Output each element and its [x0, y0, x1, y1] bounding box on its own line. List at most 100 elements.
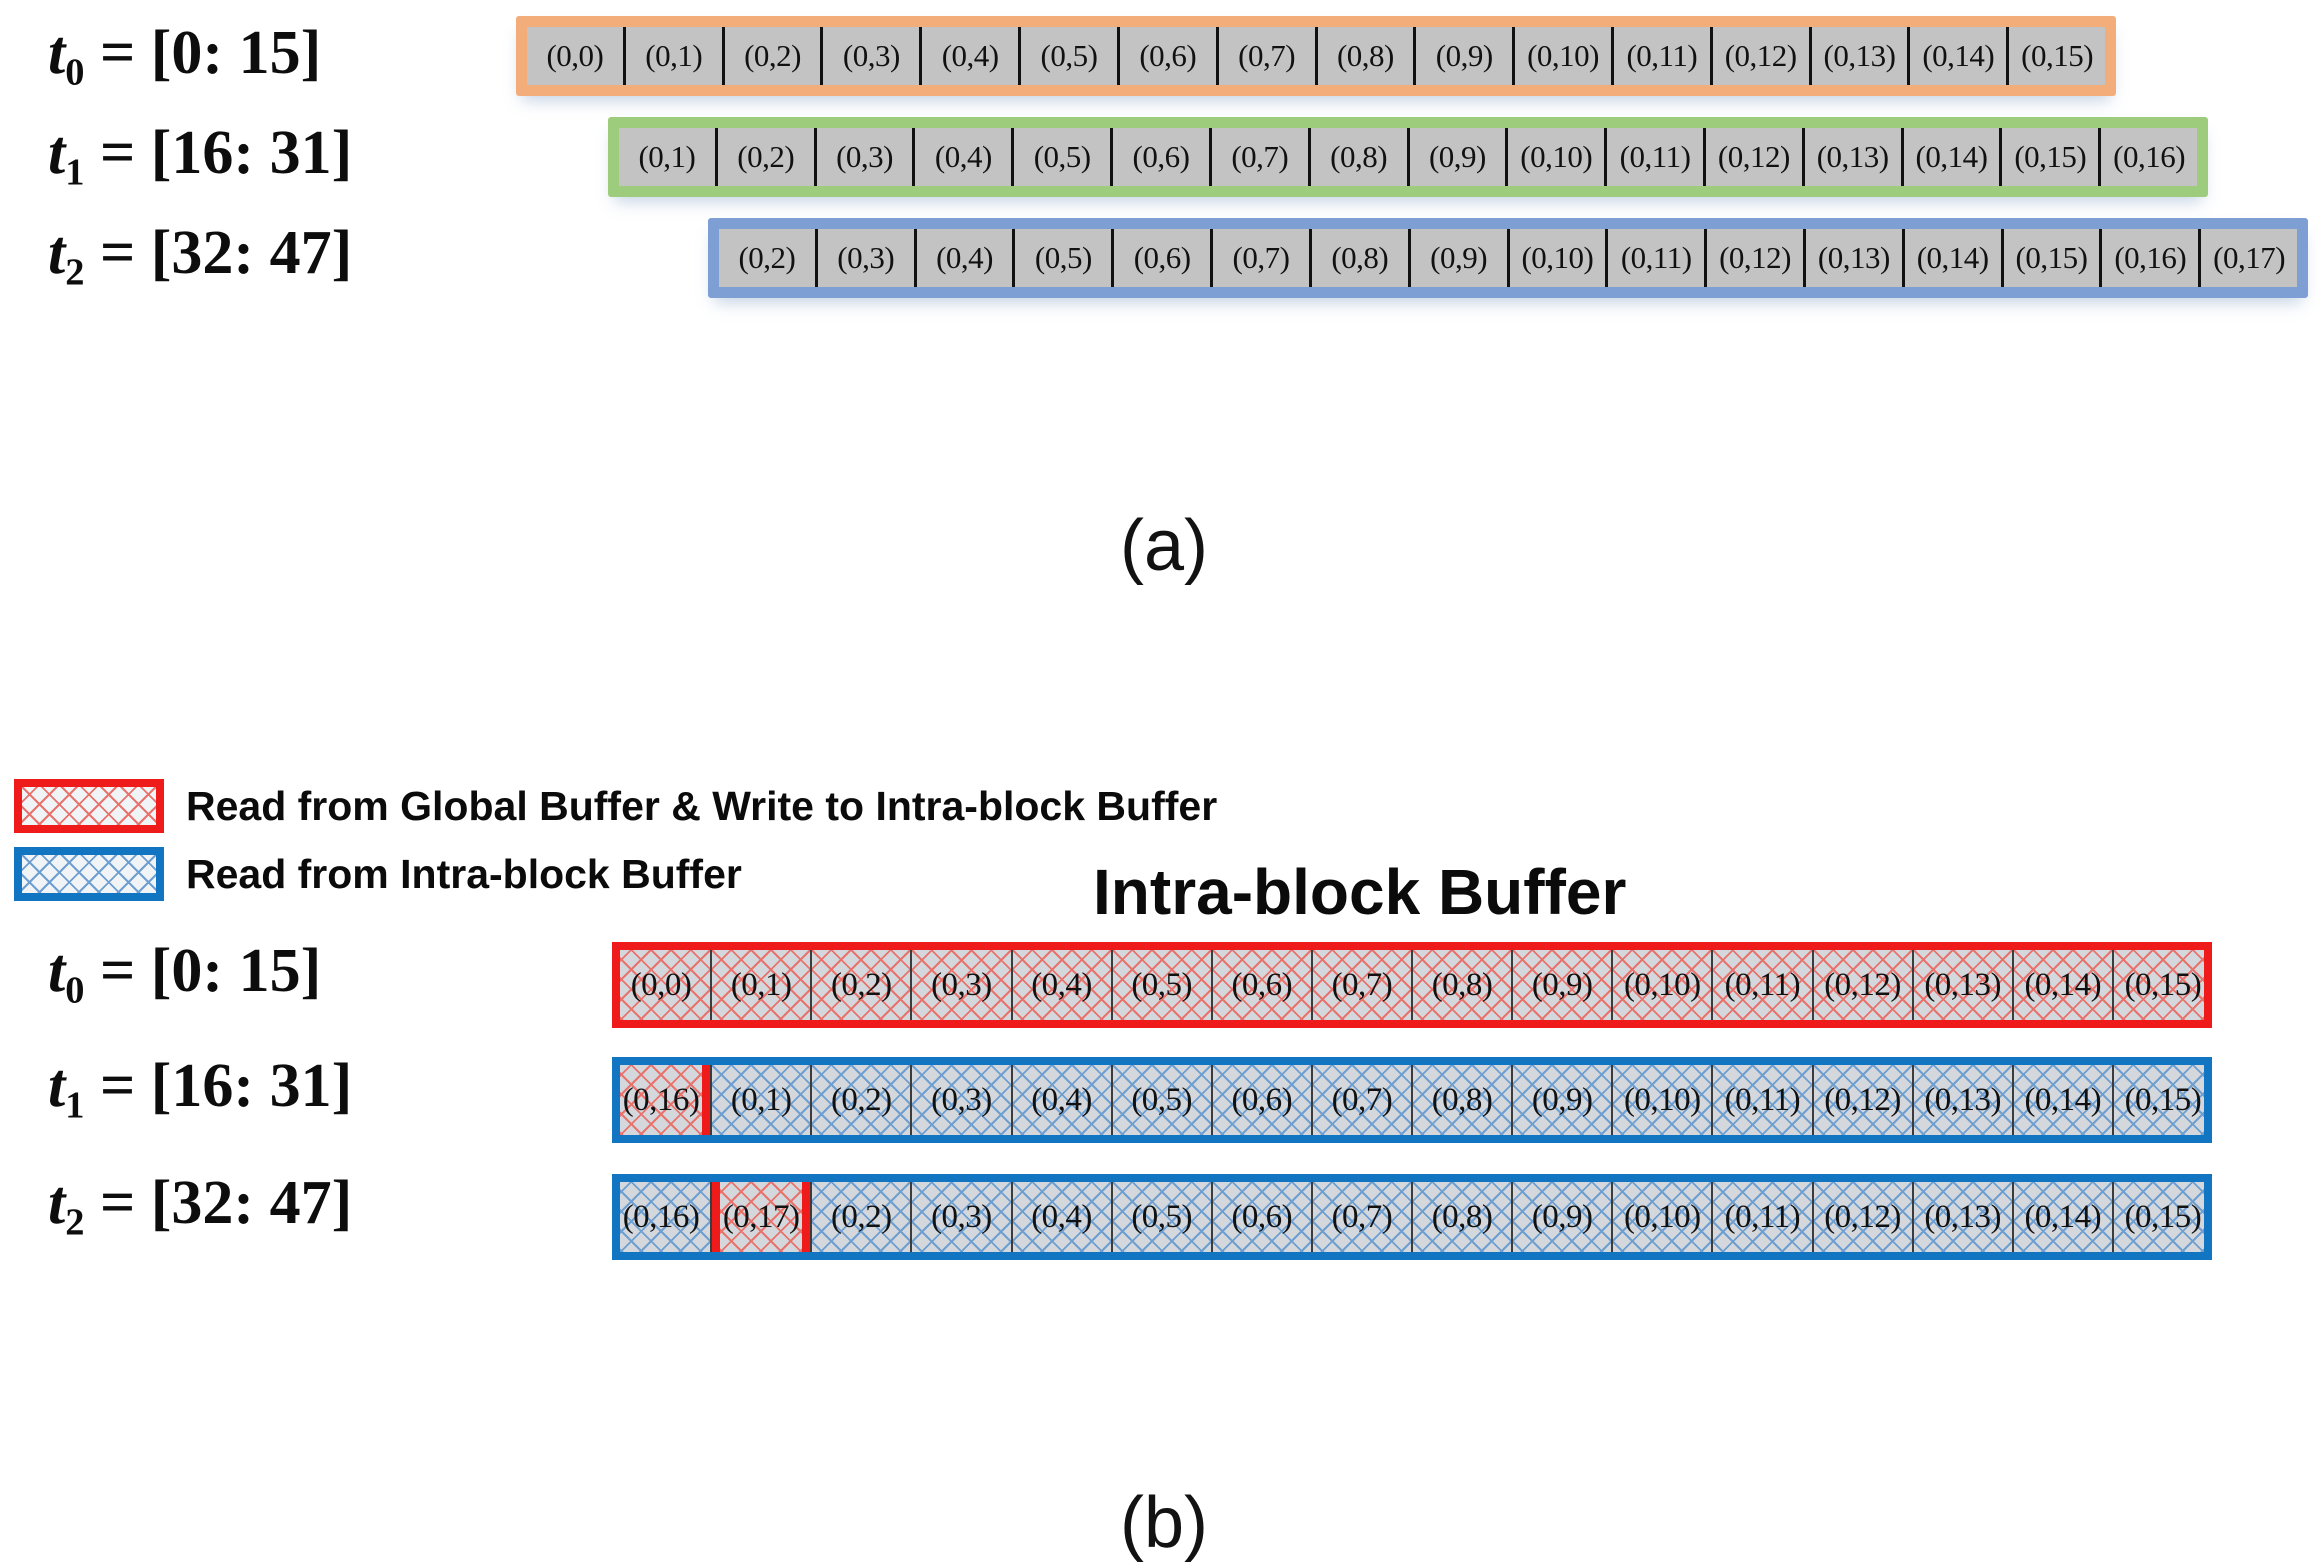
panel-b-cell: (0,10)	[1613, 1057, 1714, 1143]
panel-b-cell-label: (0,7)	[1331, 966, 1393, 1003]
panel-a-cell: (0,3)	[816, 128, 916, 186]
panel-a-cell: (0,3)	[823, 27, 923, 85]
panel-a-cell: (0,15)	[2009, 27, 2105, 85]
panel-a-cell: (0,13)	[1804, 128, 1904, 186]
panel-a-cell: (0,5)	[1021, 27, 1120, 85]
panel-b-cell: (0,3)	[912, 1174, 1013, 1260]
panel-a-cell: (0,9)	[1416, 27, 1516, 85]
panel-b-cell-label: (0,4)	[1031, 966, 1092, 1003]
red-hatch-swatch	[14, 779, 164, 833]
panel-a-cell: (0,12)	[1707, 229, 1806, 287]
panel-b-cell: (0,1)	[712, 942, 813, 1028]
panel-b-row-label-t0: t0 = [0: 15]	[48, 937, 322, 1012]
panel-b-cell: (0,9)	[1513, 1174, 1614, 1260]
legend-label: Read from Global Buffer & Write to Intra…	[186, 782, 1218, 829]
panel-b-cell-label: (0,2)	[830, 966, 892, 1003]
panel-a-cell: (0,4)	[916, 229, 1016, 287]
panel-b-cell-label: (0,12)	[1824, 1081, 1901, 1118]
panel-b-cell: (0,9)	[1513, 1057, 1614, 1143]
legend: Read from Global Buffer & Write to Intra…	[14, 775, 1217, 911]
panel-b-cell-label: (0,16)	[622, 1198, 700, 1235]
panel-b-cell-label: (0,17)	[722, 1198, 800, 1235]
caption-b: (b)	[1120, 1483, 1208, 1563]
panel-b-strip-t2: (0,16) (0,17) (0,2) (0,3) (0,4) (0,5) (0,6) (0,…	[612, 1174, 2212, 1260]
panel-b-cell-label: (0,15)	[2124, 966, 2202, 1003]
panel-a-cell: (0,5)	[1015, 229, 1115, 287]
legend-item: Read from Global Buffer & Write to Intra…	[14, 775, 1217, 837]
panel-b-cell-label: (0,0)	[630, 966, 692, 1003]
panel-a: t0 = [0: 15] (0,0)(0,1)(0,2)(0,3)(0,4)(0,…	[0, 0, 2320, 600]
panel-b-cell: (0,8)	[1413, 1057, 1514, 1143]
panel-a-cell: (0,11)	[1608, 229, 1708, 287]
panel-b-cell-label: (0,5)	[1131, 966, 1193, 1003]
panel-b-cell-label: (0,5)	[1131, 1198, 1193, 1235]
panel-b-cell-label: (0,10)	[1623, 1081, 1701, 1118]
panel-b-cell: (0,16)	[612, 1174, 713, 1260]
panel-b-cell: (0,7)	[1312, 1057, 1413, 1143]
panel-b-cell: (0,4)	[1012, 1057, 1113, 1143]
panel-a-cell: (0,14)	[1910, 27, 2010, 85]
panel-b-cell-label: (0,12)	[1824, 1198, 1901, 1235]
panel-b-cell-label: (0,15)	[2124, 1081, 2202, 1118]
panel-b-cell: (0,0)	[612, 942, 713, 1028]
panel-b-cell-label: (0,3)	[931, 1198, 992, 1235]
panel-b-cell: (0,3)	[912, 1057, 1013, 1143]
panel-b-cell-label: (0,15)	[2124, 1198, 2202, 1235]
panel-b-cell: (0,15)	[2113, 942, 2212, 1028]
panel-a-cell: (0,4)	[922, 27, 1022, 85]
panel-b-cell-label: (0,1)	[730, 1081, 792, 1118]
panel-b-cell: (0,7)	[1312, 1174, 1413, 1260]
panel-b-cell-label: (0,16)	[622, 1081, 700, 1118]
panel-b-cell-label: (0,14)	[2024, 1081, 2102, 1118]
panel-b-cell-label: (0,7)	[1331, 1081, 1393, 1118]
panel-b-cell-label: (0,14)	[2024, 1198, 2102, 1235]
panel-b-cell-label: (0,7)	[1331, 1198, 1393, 1235]
panel-b-cell: (0,8)	[1413, 942, 1514, 1028]
panel-b-cell: (0,11)	[1713, 1057, 1814, 1143]
panel-a-row-label-t0: t0 = [0: 15]	[48, 19, 322, 94]
panel-b-cell-label: (0,13)	[1924, 1198, 2002, 1235]
panel-b: Intra-block Buffer t0 = [0: 15](0,0)(0,1…	[0, 760, 2320, 1563]
panel-a-cell: (0,0)	[527, 27, 626, 85]
panel-b-cell-label: (0,8)	[1431, 966, 1493, 1003]
panel-a-cell: (0,12)	[1705, 128, 1805, 186]
panel-a-cell: (0,16)	[2102, 229, 2202, 287]
panel-b-cell-label: (0,3)	[931, 966, 992, 1003]
panel-b-strip-t1: (0,16)(0,1)(0,2)(0,3)(0,4)(0,5)(0,6)(0,7…	[612, 1057, 2212, 1143]
panel-a-cell: (0,16)	[2101, 128, 2197, 186]
panel-b-cell: (0,6)	[1212, 942, 1313, 1028]
panel-a-cell: (0,8)	[1310, 128, 1410, 186]
panel-b-cell: (0,13)	[1913, 942, 2014, 1028]
panel-b-cell: (0,12)	[1813, 1057, 1914, 1143]
panel-a-row-label-t1: t1 = [16: 31]	[48, 119, 353, 194]
panel-b-cell-label: (0,9)	[1531, 1081, 1593, 1118]
panel-b-cell: (0,6)	[1212, 1174, 1313, 1260]
panel-a-cell: (0,10)	[1515, 27, 1614, 85]
panel-a-cell: (0,6)	[1114, 229, 1214, 287]
panel-b-cell-label: (0,2)	[830, 1198, 892, 1235]
panel-b-cell: (0,2)	[812, 1174, 913, 1260]
panel-b-cell-label: (0,8)	[1431, 1081, 1493, 1118]
panel-a-cell: (0,11)	[1607, 128, 1706, 186]
panel-b-cell: (0,13)	[1913, 1174, 2014, 1260]
panel-b-cell: (0,14)	[2013, 1174, 2114, 1260]
panel-b-cell: (0,15)	[2113, 1174, 2212, 1260]
panel-b-cell-label: (0,5)	[1131, 1081, 1193, 1118]
blue-hatch-swatch	[14, 847, 164, 901]
panel-b-cell-label: (0,11)	[1724, 1198, 1801, 1235]
panel-b-cell: (0,10)	[1613, 1174, 1714, 1260]
panel-a-cell: (0,15)	[2002, 128, 2102, 186]
panel-a-cell: (0,9)	[1410, 229, 1510, 287]
panel-a-cell: (0,13)	[1805, 229, 1905, 287]
panel-b-cell-label: (0,4)	[1031, 1081, 1092, 1118]
panel-b-cell-label: (0,14)	[2024, 966, 2102, 1003]
panel-a-strip-t0: (0,0)(0,1)(0,2)(0,3)(0,4)(0,5)(0,6)(0,7)…	[516, 16, 2116, 96]
panel-b-cell: (0,16)	[612, 1057, 713, 1143]
panel-b-cell: (0,10)	[1613, 942, 1714, 1028]
panel-a-cell: (0,13)	[1811, 27, 1911, 85]
panel-b-cell: (0,1)	[712, 1057, 813, 1143]
panel-b-cell: (0,5)	[1112, 1057, 1213, 1143]
panel-b-cell: (0,4)	[1012, 1174, 1113, 1260]
panel-a-cell: (0,7)	[1218, 27, 1318, 85]
panel-a-cell: (0,3)	[817, 229, 917, 287]
